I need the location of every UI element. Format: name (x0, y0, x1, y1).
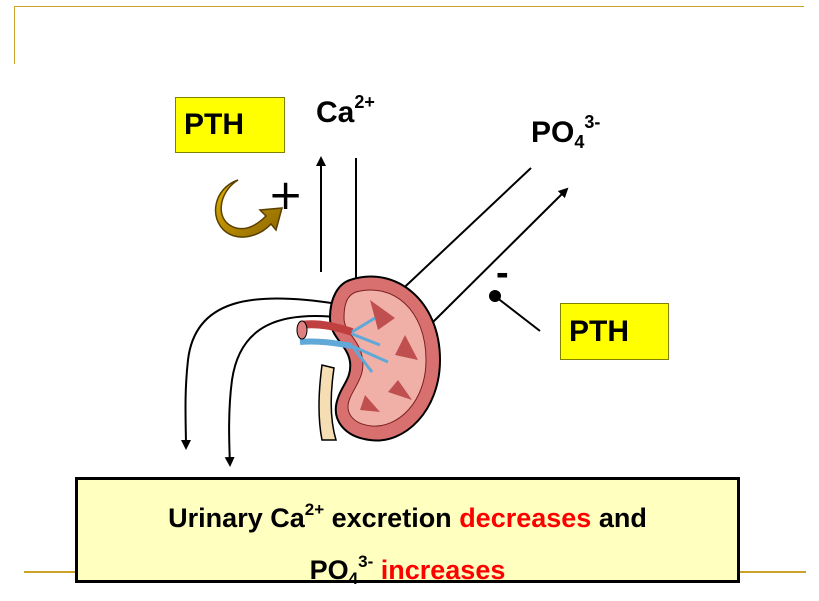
curved-arrow-icon (214, 179, 284, 238)
urine-arrow-outer (180, 297, 339, 450)
urine-arrow-inner (224, 315, 346, 467)
result-line-2: PO43- increases (309, 552, 506, 588)
pth-top-text: PTH (184, 108, 244, 141)
phosphate-label: PO43- (531, 112, 601, 152)
result-line-1: Urinary Ca2+ excretion decreases and (168, 500, 647, 533)
kidney-icon (296, 275, 442, 442)
pth-label-right: PTH (560, 303, 669, 360)
pth-right-text: PTH (569, 314, 629, 348)
po4-reabsorption-arrow (430, 187, 569, 325)
frame-left-line (14, 6, 15, 64)
inhibition-dot (489, 290, 501, 302)
pth-inhibition-line (495, 296, 541, 332)
frame-top-line (14, 6, 804, 7)
result-box: Urinary Ca2+ excretion decreases and PO4… (75, 477, 740, 588)
inhibition-minus-sign: - (496, 252, 509, 294)
calcium-label: Ca2+ (316, 92, 375, 129)
stimulation-plus-sign: + (268, 170, 304, 219)
po4-into-kidney-arrow (390, 167, 532, 301)
pth-label-top: PTH (175, 97, 285, 153)
